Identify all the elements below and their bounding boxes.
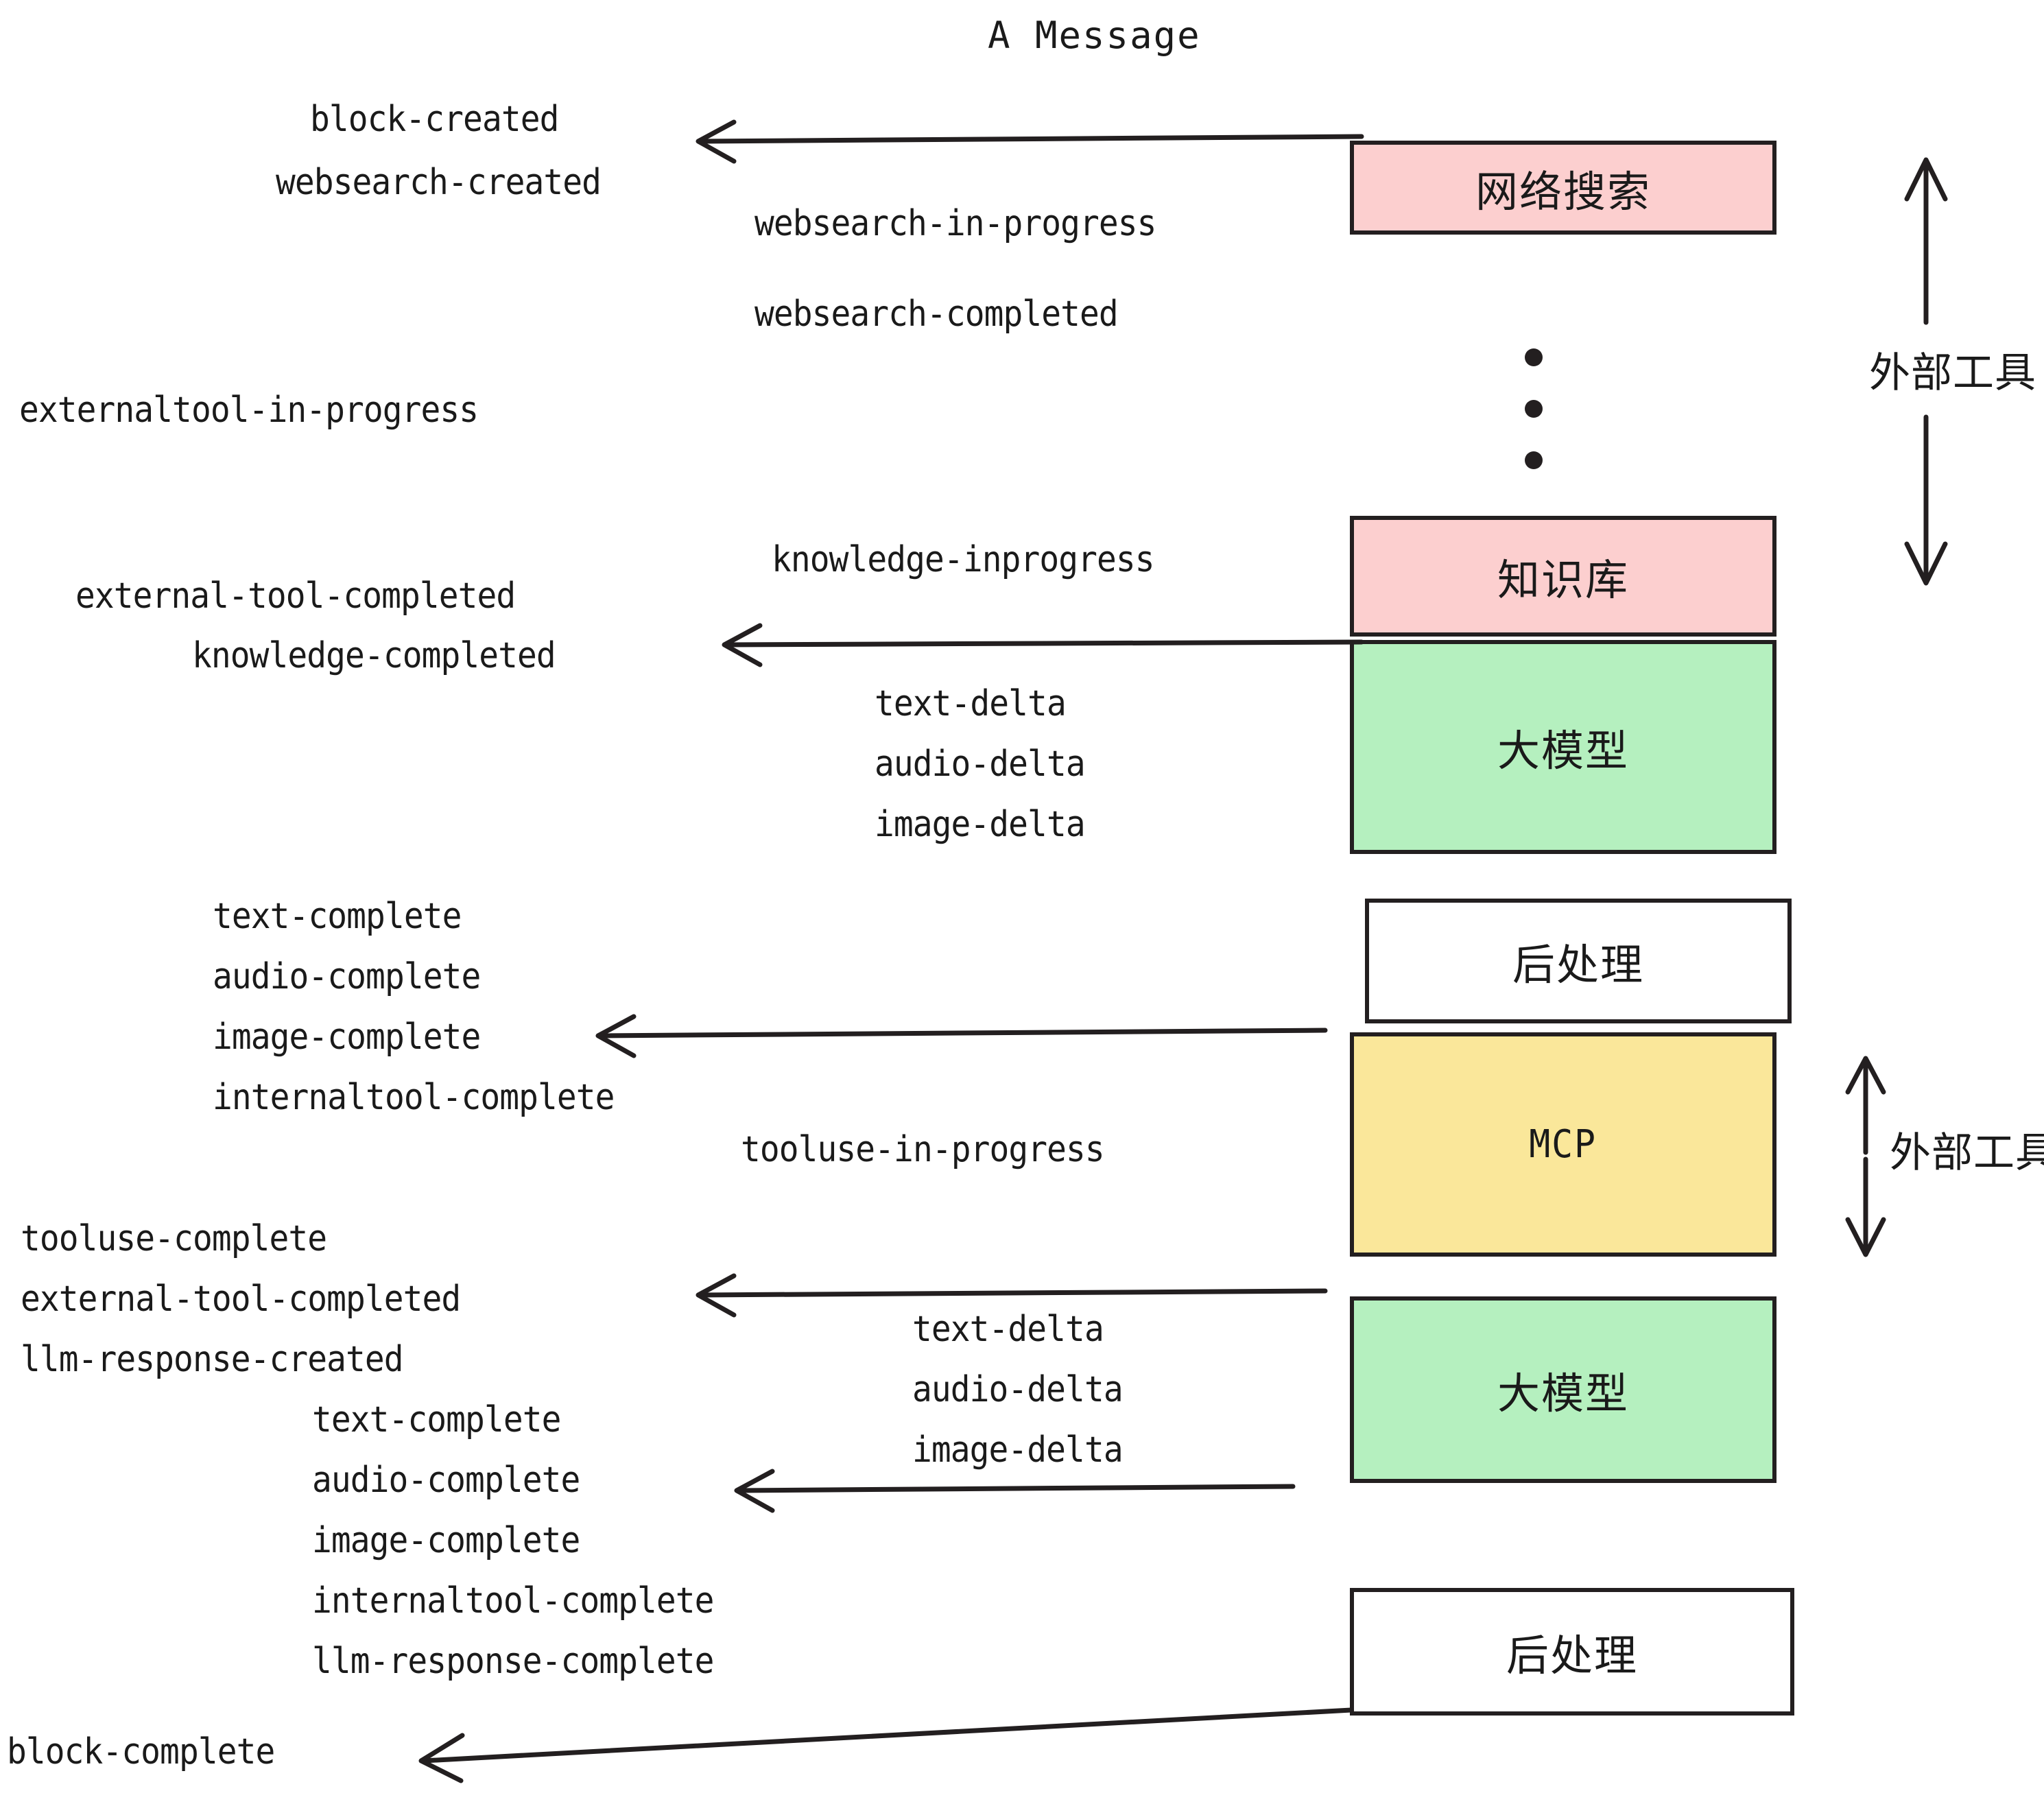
page-title: A Message [988,14,1201,57]
event-label-image-delta-1: image-delta [875,804,1086,845]
event-label-websearch-in-progress: websearch-in-progress [754,203,1156,244]
ellipsis-dot [1525,400,1543,418]
node-label-knowledgebase: 知识库 [1497,555,1629,605]
event-label-external-tool-completed-2: external-tool-completed [21,1279,461,1320]
event-label-knowledge-inprogress: knowledge-inprogress [772,539,1155,580]
ellipsis-dot [1525,348,1543,366]
group-label-external-tools-bottom: 外部工具 [1890,1129,2044,1177]
node-websearch[interactable]: 网络搜索 [1350,141,1776,235]
event-label-text-complete-2: text-complete [312,1399,561,1440]
arrow-knowledgebase-to-events [722,623,1364,667]
event-label-external-tool-completed-1: external-tool-completed [75,575,516,617]
event-label-llm-response-complete: llm-response-complete [312,1641,714,1682]
node-label-postprocess-1: 后处理 [1512,940,1644,990]
node-label-websearch: 网络搜索 [1475,166,1651,217]
node-label-postprocess-2: 后处理 [1506,1630,1638,1681]
node-knowledgebase[interactable]: 知识库 [1350,516,1776,637]
node-postprocess-2[interactable]: 后处理 [1350,1588,1794,1716]
event-label-externaltool-in-progress: externaltool-in-progress [19,390,479,431]
node-label-mcp: MCP [1529,1122,1597,1167]
event-label-internaltool-complete-2: internaltool-complete [312,1580,714,1622]
arrow-websearch-to-events [696,119,1364,164]
event-label-text-delta-2: text-delta [912,1309,1104,1350]
group-label-external-tools-top: 外部工具 [1869,349,2036,397]
node-llm-1[interactable]: 大模型 [1350,640,1776,854]
node-postprocess-1[interactable]: 后处理 [1365,899,1792,1023]
span-marker-external-tools-bottom [1845,1056,1886,1257]
event-label-image-complete-1: image-complete [213,1017,481,1058]
event-label-image-complete-2: image-complete [312,1520,580,1561]
event-label-llm-response-created: llm-response-created [21,1339,404,1380]
node-llm-2[interactable]: 大模型 [1350,1296,1776,1483]
event-label-image-delta-2: image-delta [912,1429,1124,1471]
event-label-audio-complete-2: audio-complete [312,1460,580,1501]
node-label-llm-2: 大模型 [1497,1368,1629,1419]
event-label-audio-delta-1: audio-delta [875,744,1086,785]
event-label-block-created: block-created [310,99,559,140]
event-label-audio-delta-2: audio-delta [912,1369,1124,1410]
event-label-text-delta-1: text-delta [875,683,1067,724]
arrow-llm2-to-events [734,1469,1296,1513]
event-label-internaltool-complete-1: internaltool-complete [213,1077,615,1118]
event-label-block-complete: block-complete [7,1731,275,1772]
node-label-llm-1: 大模型 [1497,726,1629,776]
node-mcp[interactable]: MCP [1350,1032,1776,1257]
event-label-knowledge-completed: knowledge-completed [192,635,556,676]
event-label-tooluse-in-progress: tooluse-in-progress [741,1129,1105,1170]
event-label-websearch-created: websearch-created [276,162,602,203]
arrow-postprocess1-to-events [595,1014,1328,1058]
event-label-audio-complete-1: audio-complete [213,956,481,997]
event-label-text-complete-1: text-complete [213,896,462,937]
event-label-tooluse-complete: tooluse-complete [21,1218,327,1259]
ellipsis-dot [1525,451,1543,469]
arrow-postprocess2-to-block-complete [418,1707,1354,1783]
event-label-websearch-completed: websearch-completed [754,294,1119,335]
